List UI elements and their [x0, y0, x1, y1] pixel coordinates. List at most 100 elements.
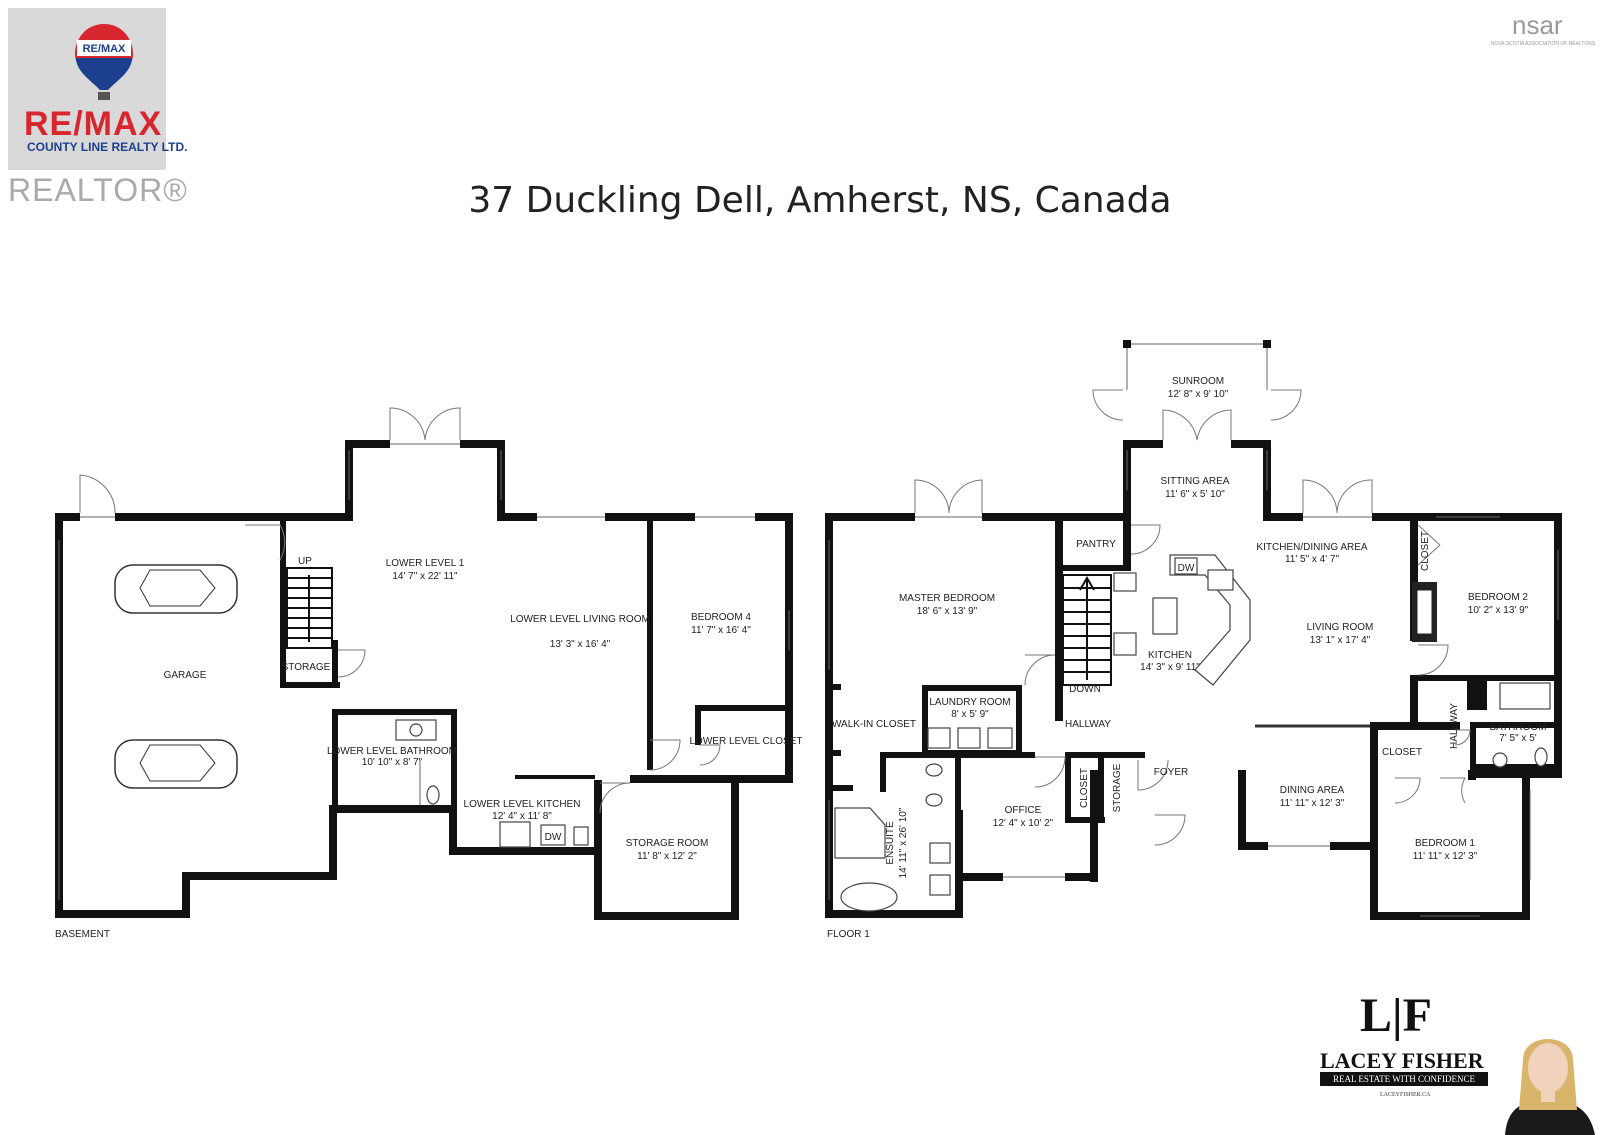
agent-url: LACEYFISHER.CA	[1380, 1092, 1431, 1098]
room-bedroom-4: BEDROOM 4	[691, 612, 751, 623]
room-lower-level-living-room: LOWER LEVEL LIVING ROOM	[510, 614, 650, 625]
vanity-sink-icon	[929, 842, 951, 864]
basement-plan: DW UP GARAGE LOWER LEVEL 1 14' 7" x 22' …	[55, 407, 803, 940]
floor1-floor-label: FLOOR 1	[827, 929, 870, 940]
room-bedroom-1-dim: 11' 11" x 12' 3"	[1413, 851, 1478, 862]
room-storage-room-dim: 11' 8" x 12' 2"	[637, 851, 697, 862]
dishwasher-label: DW	[1178, 563, 1195, 574]
kitchen-sink-icon	[1207, 569, 1234, 591]
room-office-dim: 12' 4" x 10' 2"	[993, 818, 1054, 829]
stairs-up-label: UP	[298, 556, 312, 567]
room-bedroom-4-dim: 11' 7" x 16' 4"	[691, 625, 751, 636]
room-lower-level-1: LOWER LEVEL 1	[386, 558, 465, 569]
room-lower-level-kitchen-dim: 12' 4" x 11' 8"	[492, 811, 552, 822]
room-sitting-area-dim: 11' 6" x 5' 10"	[1165, 489, 1225, 500]
fridge-icon	[1113, 572, 1137, 592]
floor1-plan: DW SUNROOM 12' 8" x 9' 10" SITTING AREA …	[825, 340, 1562, 940]
toilet-icon	[925, 763, 943, 777]
sink-icon	[1492, 752, 1508, 768]
room-lower-level-bathroom: LOWER LEVEL BATHROOM	[327, 746, 457, 757]
dishwasher-label: DW	[545, 832, 562, 843]
room-dining-area: DINING AREA	[1280, 785, 1345, 796]
agent-name: LACEY FISHER	[1320, 1048, 1484, 1073]
room-storage: STORAGE	[1112, 763, 1123, 812]
room-ensuite-dim: 14' 11" x 26' 10"	[898, 807, 909, 878]
dishwasher-icon	[540, 824, 566, 846]
room-closet-office: CLOSET	[1079, 768, 1090, 808]
room-master-bedroom-dim: 18' 6" x 13' 9"	[917, 606, 978, 617]
agent-tagline: REAL ESTATE WITH CONFIDENCE	[1320, 1072, 1488, 1086]
basement-stairs	[286, 567, 333, 649]
room-hallway-east: HALLWAY	[1449, 703, 1460, 749]
floor1-walls	[825, 340, 1562, 920]
room-living-room-dim: 13' 1" x 17' 4"	[1310, 635, 1371, 646]
basement-doors	[79, 407, 721, 814]
room-storage-room: STORAGE ROOM	[626, 838, 709, 849]
room-bedroom-2-dim: 10' 2" x 13' 9"	[1468, 605, 1529, 616]
agent-monogram: L|F	[1360, 989, 1432, 1042]
floor1-windows	[828, 343, 1559, 917]
floor1-doors	[914, 389, 1471, 846]
room-dining-area-dim: 11' 11" x 12' 3"	[1280, 798, 1345, 809]
agent-portrait-image	[1505, 1039, 1595, 1135]
room-lower-level-living-room-dim: 13' 3" x 16' 4"	[550, 639, 611, 650]
room-sunroom: SUNROOM	[1172, 376, 1224, 387]
room-closet-bedroom-2: CLOSET	[1420, 531, 1431, 571]
floor1-stairs	[1062, 574, 1112, 686]
stairs-down-label: DOWN	[1069, 684, 1101, 695]
room-master-bedroom: MASTER BEDROOM	[899, 593, 995, 604]
room-hallway-main: HALLWAY	[1065, 719, 1111, 730]
room-sitting-area: SITTING AREA	[1161, 476, 1230, 487]
room-foyer: FOYER	[1154, 767, 1188, 778]
room-bathroom-dim: 7' 5" x 5'	[1499, 733, 1536, 744]
room-ensuite: ENSUITE	[885, 821, 896, 865]
laundry-sink-icon	[987, 727, 1013, 749]
room-kitchen: KITCHEN	[1148, 650, 1192, 661]
remax-balloon-icon: RE/MAX	[75, 24, 133, 100]
room-storage: STORAGE	[282, 662, 331, 673]
dishwasher-icon	[1174, 557, 1198, 575]
car-icon	[114, 739, 238, 789]
room-bathroom: BATHROOM	[1489, 722, 1546, 733]
dryer-icon	[957, 727, 981, 749]
bathtub-icon	[1499, 682, 1551, 710]
room-garage: GARAGE	[164, 670, 207, 681]
room-kitchen-dim: 14' 3" x 9' 11"	[1140, 662, 1200, 673]
sink-basin-icon	[409, 723, 423, 737]
room-lower-level-bathroom-dim: 10' 10" x 8' 7"	[362, 757, 423, 768]
vanity-sink-icon	[929, 874, 951, 896]
room-office: OFFICE	[1005, 805, 1042, 816]
realtor-mark: REALTOR®	[8, 172, 188, 208]
remax-wordmark: RE/MAX	[24, 105, 163, 143]
bathtub-icon	[840, 882, 898, 912]
room-bedroom-1: BEDROOM 1	[1415, 838, 1475, 849]
basement-fixtures: DW	[395, 719, 589, 848]
bidet-icon	[925, 793, 943, 807]
room-pantry: PANTRY	[1076, 539, 1116, 550]
room-kitchen-dining-area: KITCHEN/DINING AREA	[1256, 542, 1367, 553]
room-bedroom-2: BEDROOM 2	[1468, 592, 1528, 603]
washer-icon	[927, 727, 951, 749]
room-living-room: LIVING ROOM	[1307, 622, 1374, 633]
nsar-subtitle: NOVA SCOTIA ASSOCIATION OF REALTORS	[1490, 41, 1596, 47]
room-lower-level-kitchen: LOWER LEVEL KITCHEN	[464, 799, 581, 810]
page-title: 37 Duckling Dell, Amherst, NS, Canada	[468, 180, 1172, 221]
remax-subtitle: COUNTY LINE REALTY LTD.	[27, 140, 188, 154]
stove-icon	[499, 821, 531, 848]
room-sunroom-dim: 12' 8" x 9' 10"	[1168, 389, 1229, 400]
kitchen-sink-icon	[573, 826, 589, 846]
kitchen-island-icon	[1152, 597, 1178, 635]
shower-icon	[834, 807, 886, 859]
room-walk-in-closet: WALK-IN CLOSET	[832, 719, 916, 730]
remax-balloon-text: RE/MAX	[83, 43, 126, 55]
room-lower-level-1-dim: 14' 7" x 22' 11"	[392, 571, 458, 582]
floor1-fixtures: DW	[834, 554, 1551, 912]
basement-windows	[58, 443, 790, 900]
room-kitchen-dining-area-dim: 11' 5" x 4' 7"	[1285, 554, 1340, 565]
stove-icon	[1113, 632, 1137, 656]
room-lower-level-closet: LOWER LEVEL CLOSET	[690, 736, 803, 747]
toilet-icon	[1534, 747, 1548, 767]
car-icon	[114, 564, 238, 614]
room-laundry-room-dim: 8' x 5' 9"	[951, 709, 989, 720]
